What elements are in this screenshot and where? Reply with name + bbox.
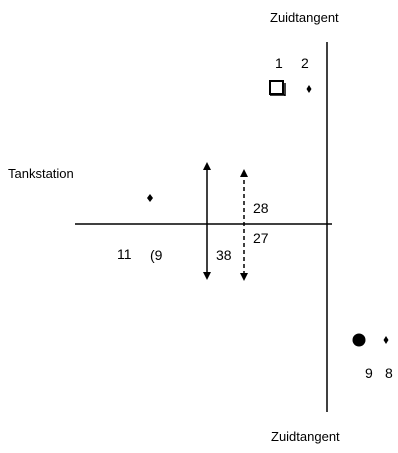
number-9-rotated: (9 [150,247,163,263]
number-27: 27 [253,230,269,246]
number-8: 8 [385,365,393,381]
filled-circle-icon [352,333,366,347]
number-11: 11 [117,246,132,262]
number-2: 2 [301,55,309,71]
diamond-icon [383,336,389,344]
place-label-tankstation: Tankstation [8,166,74,181]
road-label-top: Zuidtangent [270,10,339,25]
road-label-bottom: Zuidtangent [271,429,340,444]
diamond-icon [147,194,153,202]
number-38: 38 [216,247,232,263]
square-outline-icon [269,80,286,96]
number-1: 1 [275,55,283,71]
number-28: 28 [253,200,269,216]
number-9: 9 [365,365,373,381]
diamond-icon [306,85,312,93]
